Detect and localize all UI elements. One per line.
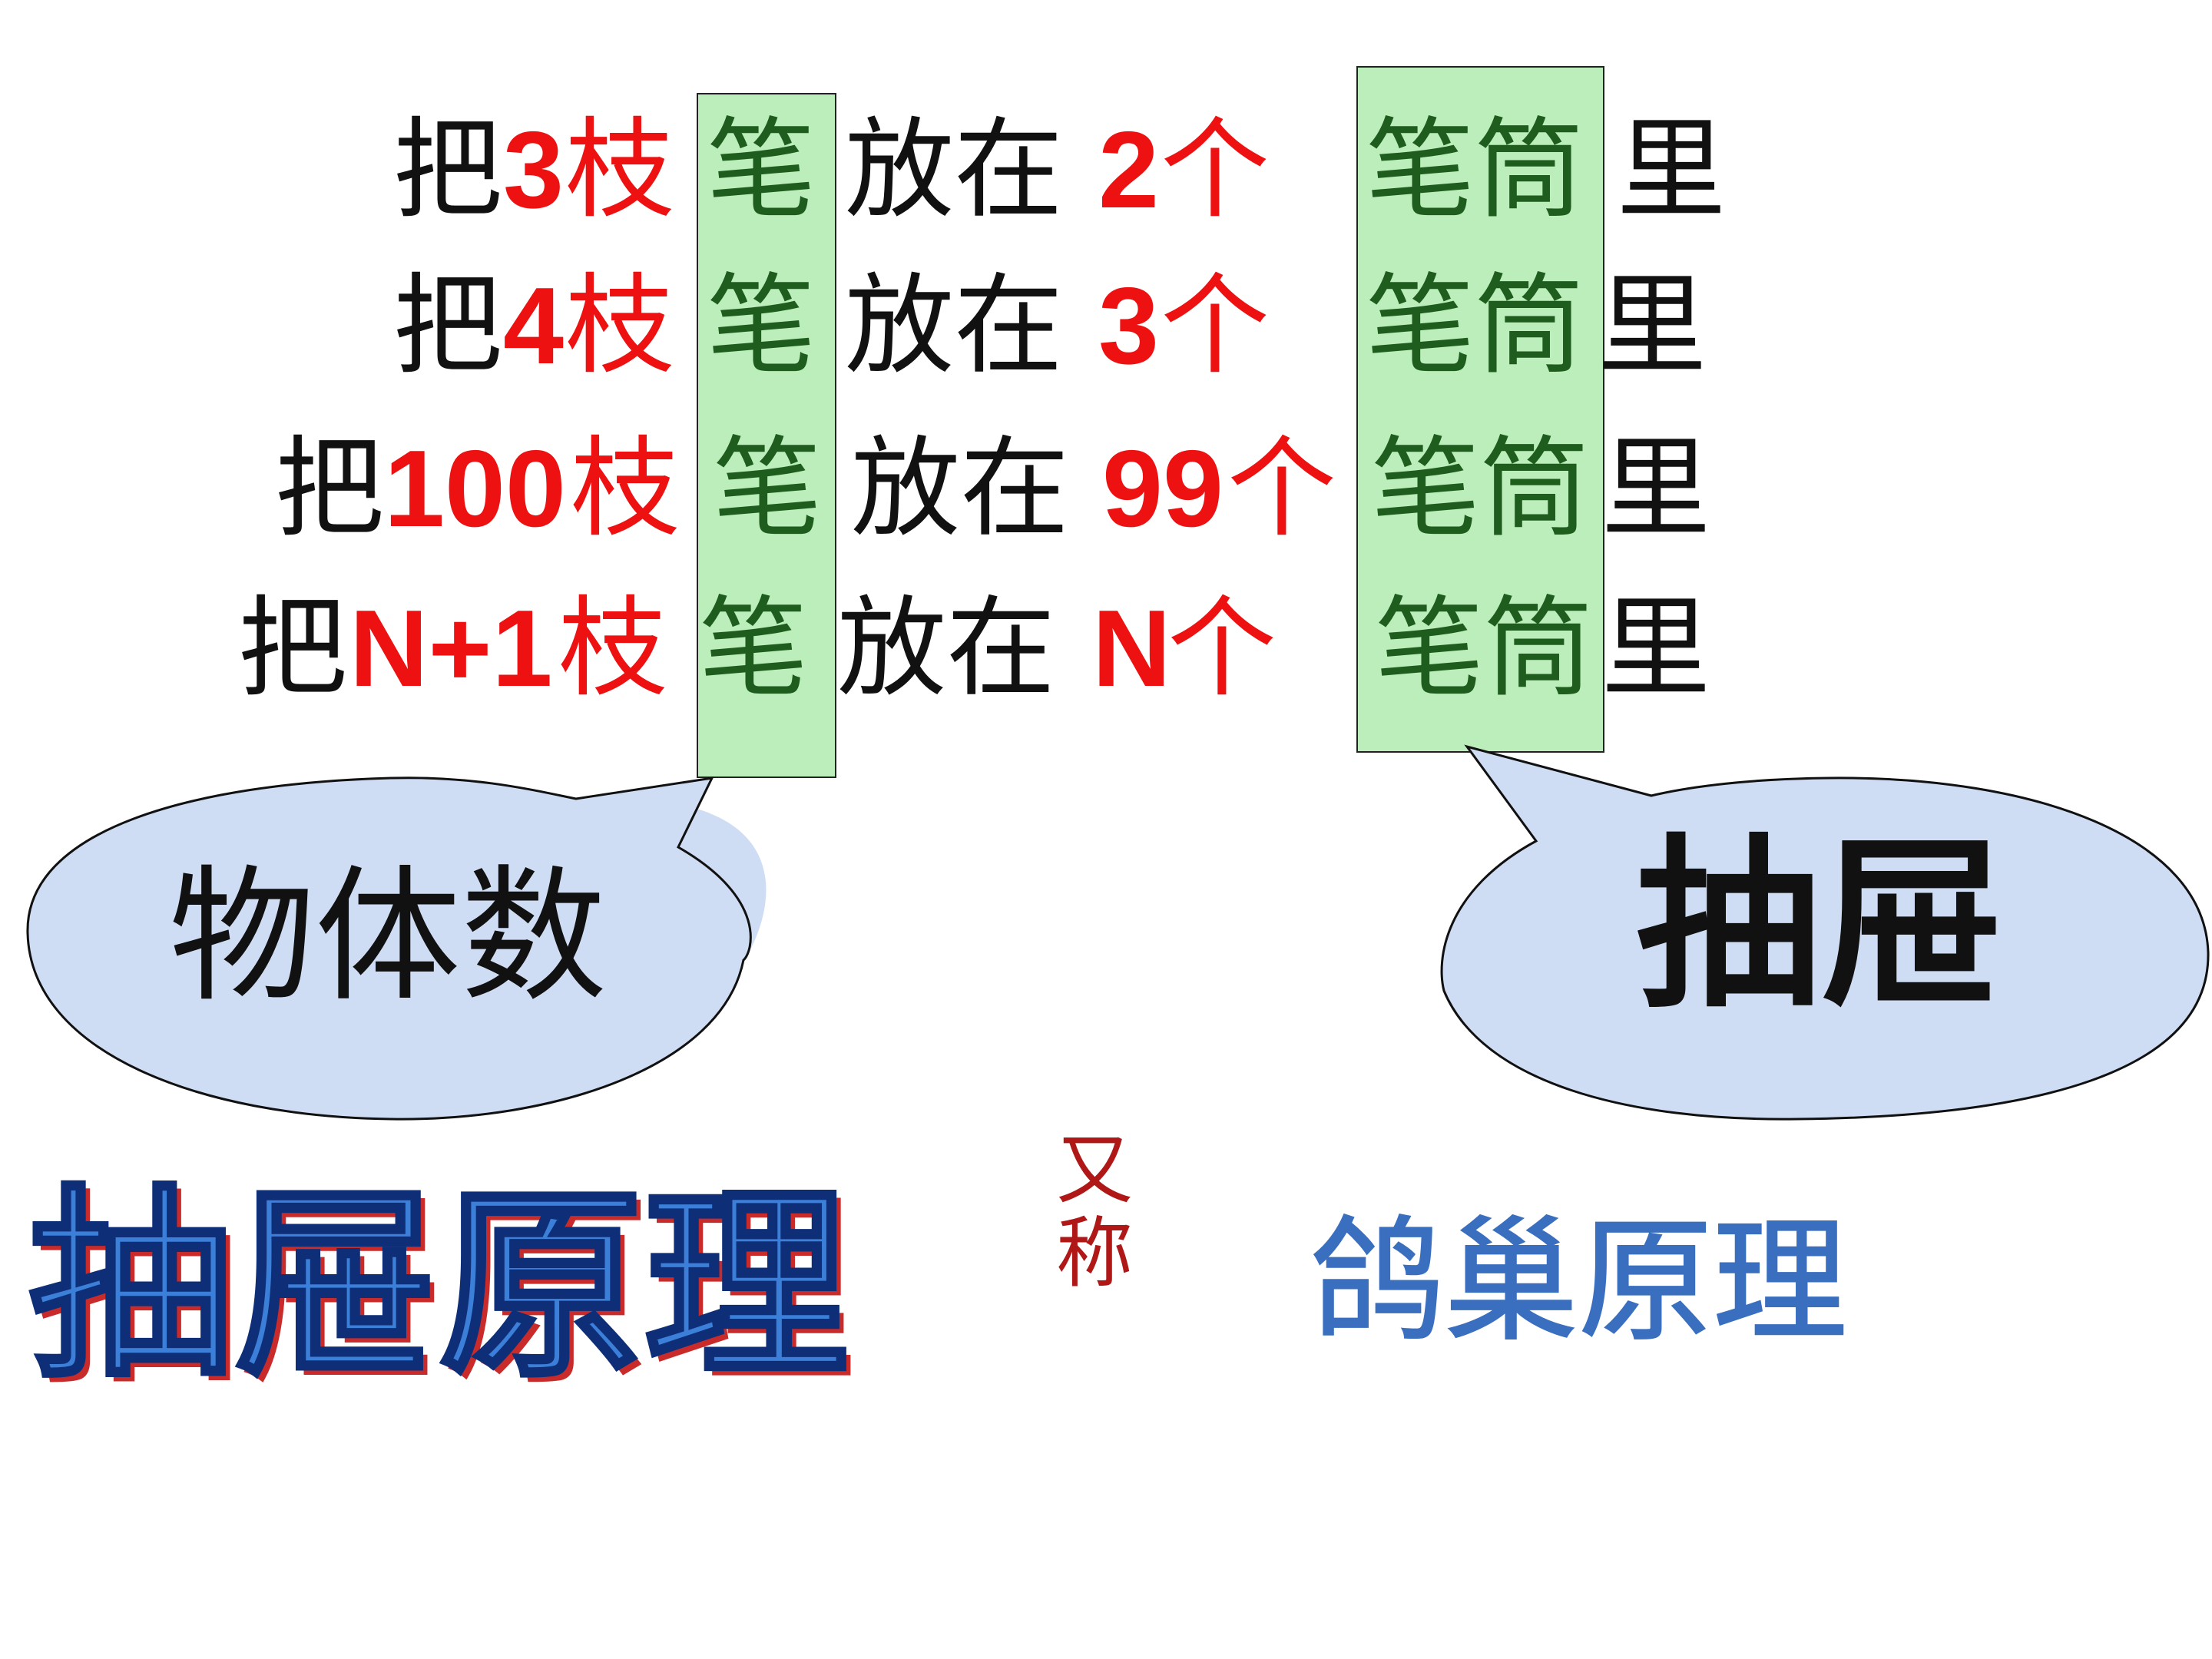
row-object-word: 笔: [713, 426, 822, 552]
row-unit-word: 枝: [565, 107, 674, 233]
row-measure-word: 个: [1161, 263, 1270, 389]
example-row-4: 把 N+1 枝 笔 放在 N 个 笔筒 里: [0, 585, 2212, 712]
row-measure-word: 个: [1227, 426, 1336, 552]
row-put-word: 把: [238, 585, 347, 712]
row-container-word: 笔筒: [1371, 426, 1589, 552]
row-place-word: 放在: [837, 585, 1055, 712]
row-put-word: 把: [393, 263, 502, 389]
example-row-3: 把 100 枝 笔 放在 99 个 笔筒 里: [0, 426, 2212, 552]
row-place-word: 放在: [845, 107, 1063, 233]
row-place-word: 放在: [851, 426, 1069, 552]
row-container-word: 笔筒: [1366, 263, 1584, 389]
row-object-count: 4: [503, 265, 564, 387]
row-inside-word: 里: [1598, 263, 1707, 389]
row-container-count: 99: [1102, 428, 1224, 550]
objects-count-label: 物体数: [169, 852, 608, 1022]
row-object-count: 100: [384, 428, 566, 550]
also-called-top: 又: [1056, 1125, 1133, 1215]
row-container-count: N: [1092, 588, 1171, 710]
row-place-word: 放在: [845, 263, 1063, 389]
drawers-label: 抽屉: [1636, 818, 2005, 1033]
row-inside-word: 里: [1601, 426, 1710, 552]
row-inside-word: 里: [1601, 585, 1710, 712]
row-container-count: 3: [1098, 265, 1159, 387]
pigeonhole-principle-title: 鸽巢原理: [1309, 1204, 1848, 1360]
containers-highlight-column: [1356, 66, 1604, 753]
row-measure-word: 个: [1167, 585, 1277, 712]
row-object-count: N+1: [349, 588, 553, 710]
objects-callout-bubble: [26, 777, 767, 1121]
drawer-principle-title: 抽屉原理: [28, 1168, 850, 1405]
row-object-word: 笔: [699, 585, 808, 712]
row-unit-word: 枝: [565, 263, 674, 389]
row-object-word: 笔: [707, 263, 816, 389]
row-container-word: 笔筒: [1366, 107, 1584, 233]
drawers-callout-bubble: [1440, 744, 2210, 1121]
row-unit-word: 枝: [571, 426, 680, 552]
also-called-bottom: 称: [1056, 1208, 1133, 1298]
row-container-count: 2: [1098, 109, 1159, 231]
objects-highlight-column: [697, 93, 836, 778]
row-measure-word: 个: [1161, 107, 1270, 233]
row-inside-word: 里: [1617, 107, 1726, 233]
also-called-label: 又 称: [1052, 1129, 1137, 1295]
example-row-2: 把 4 枝 笔 放在 3 个 笔筒 里: [0, 263, 2212, 389]
example-row-1: 把 3 枝 笔 放在 2 个 笔筒 里: [0, 107, 2212, 233]
row-container-word: 笔筒: [1375, 585, 1593, 712]
row-object-word: 笔: [707, 107, 816, 233]
row-object-count: 3: [503, 109, 564, 231]
row-unit-word: 枝: [558, 585, 667, 712]
row-put-word: 把: [393, 107, 502, 233]
row-put-word: 把: [275, 426, 384, 552]
